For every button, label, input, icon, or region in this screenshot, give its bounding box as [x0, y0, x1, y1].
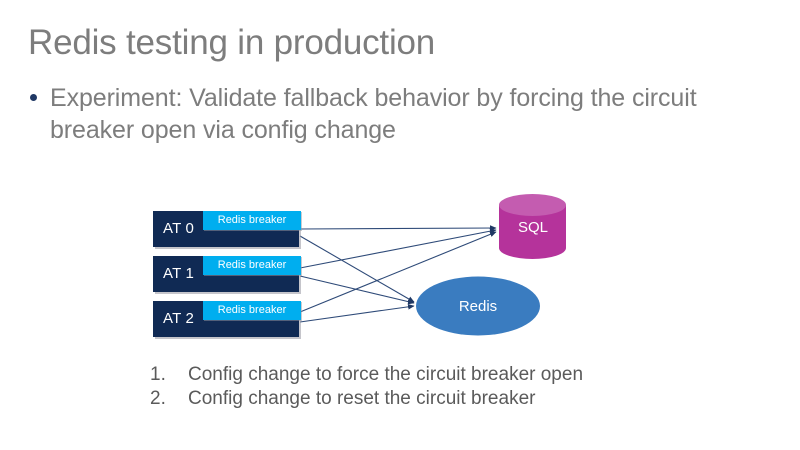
sql-cylinder-shape — [499, 194, 566, 259]
bullet-text: Experiment: Validate fallback behavior b… — [50, 84, 697, 144]
at-node-1[interactable]: AT 1 — [153, 256, 299, 292]
at-node-2[interactable]: AT 2 — [153, 301, 299, 337]
step-2-text: Config change to reset the circuit break… — [188, 388, 536, 409]
redis-ellipse-shape — [416, 276, 540, 336]
redis-node-label: Redis — [458, 298, 498, 315]
redis-breaker-0[interactable]: Redis breaker — [203, 211, 301, 230]
step-2-number: 2. — [150, 388, 166, 409]
redis-breaker-2-label: Redis breaker — [217, 304, 287, 316]
redis-breaker-1[interactable]: Redis breaker — [203, 256, 301, 275]
at-node-1-label: AT 1 — [163, 265, 195, 282]
list-item: 1. Config change to force the circuit br… — [150, 363, 750, 387]
redis-breaker-2[interactable]: Redis breaker — [203, 301, 301, 320]
bullet-block: Experiment: Validate fallback behavior b… — [26, 82, 778, 146]
bullet-dot-icon — [30, 94, 37, 101]
sql-node-label: SQL — [517, 219, 548, 236]
at-node-2-label: AT 2 — [163, 310, 195, 327]
at-node-0[interactable]: AT 0 — [153, 211, 299, 247]
at-node-0-label: AT 0 — [163, 220, 195, 237]
numbered-steps-list: 1. Config change to force the circuit br… — [150, 363, 750, 411]
list-item: 2. Config change to reset the circuit br… — [150, 387, 750, 411]
step-1-text: Config change to force the circuit break… — [188, 364, 584, 385]
page-title: Redis testing in production — [28, 23, 436, 62]
redis-breaker-0-label: Redis breaker — [217, 214, 287, 226]
step-1-number: 1. — [150, 364, 166, 385]
connector-lines — [299, 225, 497, 323]
redis-breaker-1-label: Redis breaker — [217, 259, 287, 271]
bullet-item: Experiment: Validate fallback behavior b… — [26, 82, 778, 146]
